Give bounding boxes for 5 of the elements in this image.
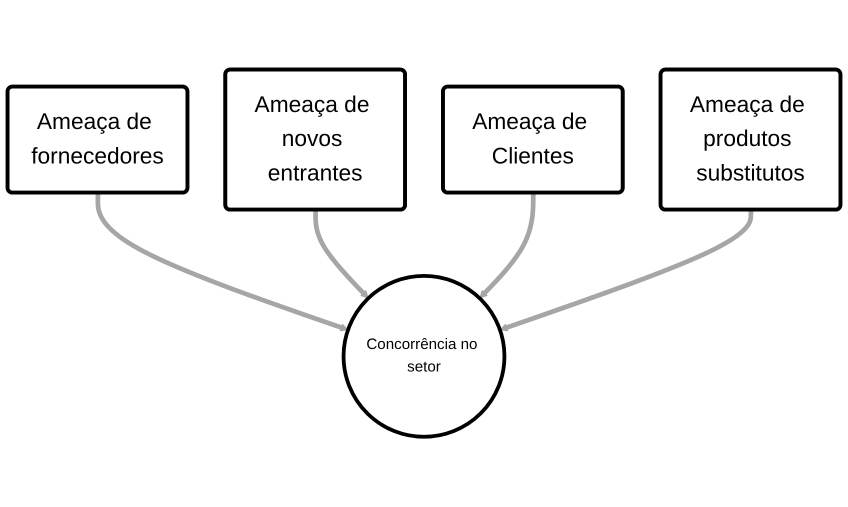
arrow: [96, 193, 348, 332]
node-circle: Concorrência no setor: [342, 274, 506, 439]
arrow: [500, 210, 754, 332]
arrow: [313, 210, 369, 299]
arrow: [479, 193, 536, 299]
